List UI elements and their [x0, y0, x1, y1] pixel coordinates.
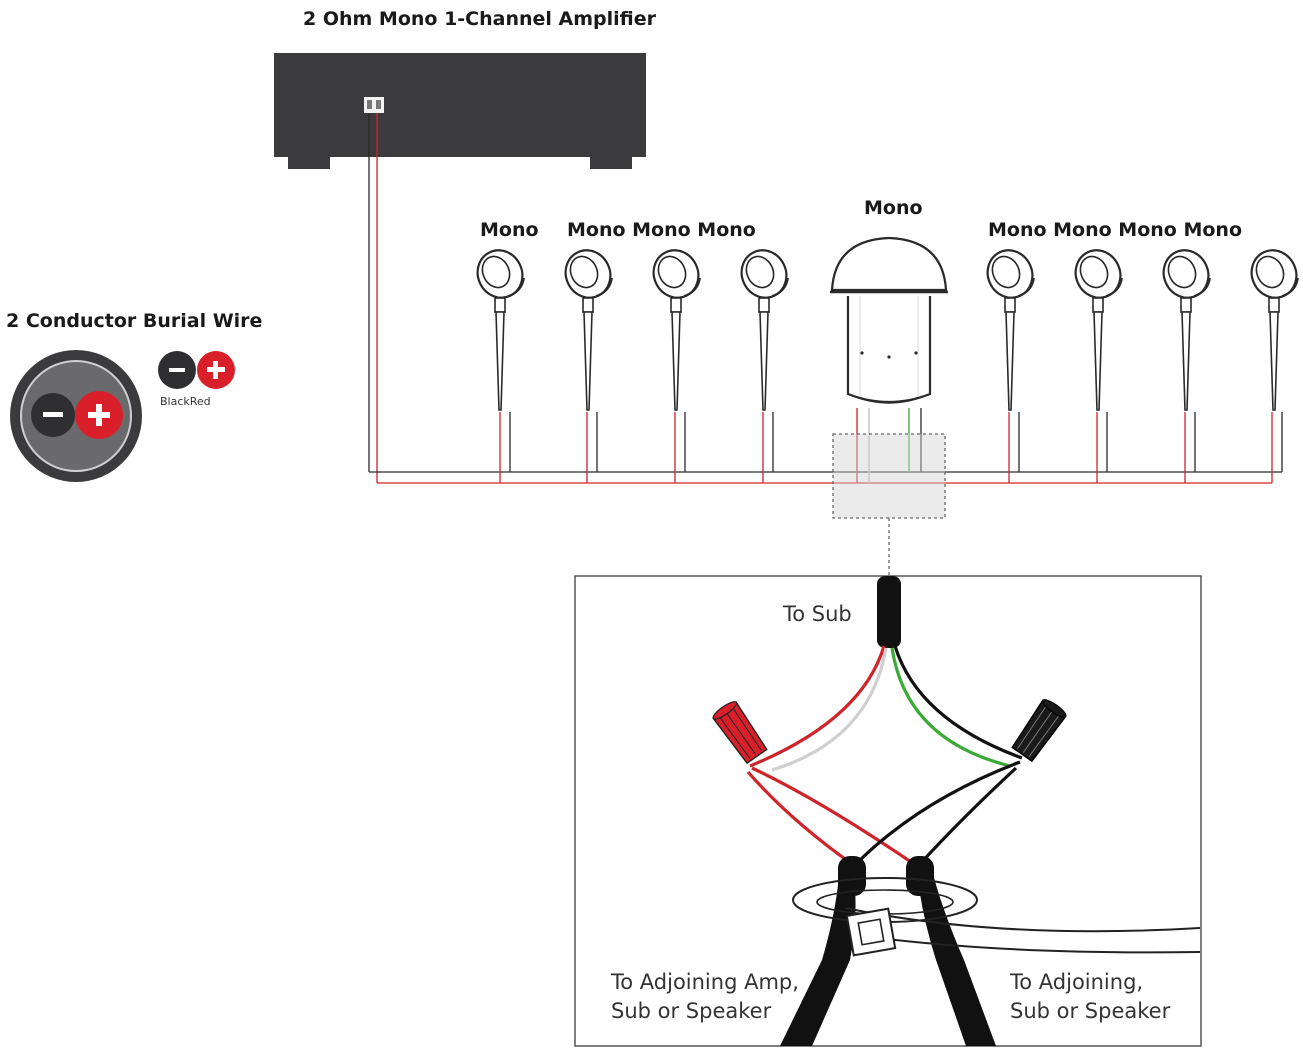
wire-nut-red-icon	[712, 701, 768, 765]
to-adjoining-line2: Sub or Speaker	[1010, 999, 1171, 1023]
spike-speaker-2	[556, 241, 620, 483]
spike-speaker-3	[644, 241, 708, 483]
subwoofer-dome-icon	[830, 236, 948, 483]
amp-terminal-icon	[364, 97, 384, 113]
spike-speaker-1	[468, 241, 532, 483]
spike-speaker-5	[978, 241, 1042, 483]
to-adjoining-line1: To Adjoining,	[1010, 970, 1144, 994]
wire-nut-black-icon	[1011, 699, 1067, 763]
speaker-label-left-group: Mono Mono Mono	[567, 219, 756, 241]
to-adjoining-amp-line1: To Adjoining Amp,	[611, 970, 799, 994]
spike-speaker-4	[732, 241, 796, 483]
speaker-label-right-group: Mono Mono Mono Mono	[988, 219, 1243, 241]
to-adjoining-amp-line2: Sub or Speaker	[611, 999, 772, 1023]
spike-speaker-8	[1242, 241, 1303, 483]
wire-legend-colors: BlackRed	[160, 395, 211, 408]
detail-box	[574, 575, 1202, 1047]
amplifier-title: 2 Ohm Mono 1-Channel Amplifier	[303, 8, 657, 30]
speaker-label-center: Mono	[864, 197, 923, 219]
spike-speaker-7	[1154, 241, 1218, 483]
speaker-label-left-single: Mono	[480, 219, 539, 241]
polarity-legend	[158, 351, 235, 389]
wire-legend-title: 2 Conductor Burial Wire	[6, 310, 263, 332]
burial-wire-cross-section	[10, 350, 142, 482]
amplifier	[274, 53, 646, 169]
to-sub-label: To Sub	[783, 602, 852, 626]
spike-speaker-6	[1066, 241, 1130, 483]
junction-highlight	[832, 433, 946, 519]
cable-tie-icon	[792, 877, 1201, 957]
